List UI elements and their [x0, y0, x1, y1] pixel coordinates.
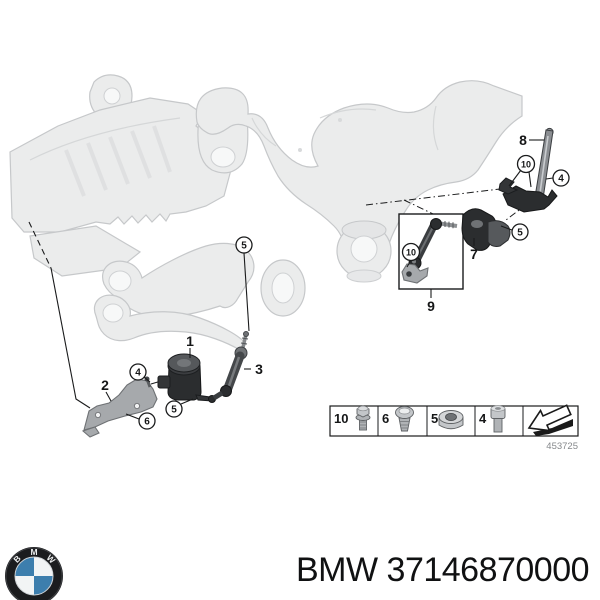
svg-text:10: 10	[334, 411, 348, 426]
part-7-height-sensor	[461, 208, 511, 251]
bmw-logo: B M W	[5, 547, 63, 600]
callout-circle-4b: 4	[545, 169, 570, 187]
part-8-bracket-arm	[534, 127, 554, 200]
svg-text:10: 10	[521, 160, 531, 170]
callout-circle-5c: 5	[500, 223, 529, 241]
callout-circle-5a: 5	[235, 236, 253, 254]
svg-text:5: 5	[171, 405, 177, 416]
right-sensor-cluster: 8 7 10 4 5	[461, 127, 570, 262]
logo-quadrant-white-bl	[15, 576, 34, 595]
svg-text:4: 4	[479, 411, 487, 426]
diagram-code: 453725	[546, 441, 578, 452]
legend-cell-4: 4	[479, 405, 506, 433]
svg-text:6: 6	[144, 417, 150, 428]
label-part-1: 1	[186, 333, 194, 349]
label-part-7: 7	[470, 246, 478, 262]
oval-screw-icon	[395, 406, 414, 432]
logo-letter-m: M	[30, 547, 37, 557]
callout-circle-10c: 10	[401, 242, 421, 268]
part-8-foot-bracket	[502, 185, 558, 213]
svg-text:10: 10	[406, 248, 416, 258]
label-part-2: 2	[101, 377, 109, 393]
svg-text:5: 5	[431, 411, 438, 426]
label-part-3: 3	[255, 361, 263, 377]
logo-quadrant-blue-tl	[15, 557, 34, 576]
ghost-assembly	[9, 74, 523, 351]
svg-text:6: 6	[382, 411, 389, 426]
part-2-bracket	[81, 376, 158, 438]
callout-circle-5b: 5	[165, 398, 194, 418]
svg-text:5: 5	[517, 228, 523, 239]
svg-text:5: 5	[241, 241, 247, 252]
retainer-clip	[498, 177, 519, 195]
ghost-subframe	[195, 80, 523, 283]
logo-quadrant-white-tr	[34, 557, 53, 576]
flange-bolt-icon	[355, 405, 371, 431]
callout-circle-4a: 4	[129, 363, 151, 383]
left-sensor-cluster: 1 2 3 4 5 6	[81, 331, 263, 438]
logo-letter-b: B	[11, 553, 22, 564]
ghost-floor-panel	[9, 97, 233, 277]
hex-nut-icon	[438, 410, 464, 430]
legend-cell-10: 10	[334, 405, 371, 431]
part-9-hook-bracket	[401, 263, 429, 284]
legend-cell-6: 6	[382, 406, 414, 432]
socket-bolt-icon	[490, 405, 506, 433]
part-1-height-sensor	[157, 353, 216, 403]
part-3-linkage	[212, 331, 249, 401]
ghost-mount-eye	[103, 87, 121, 105]
label-part-8: 8	[519, 132, 527, 148]
ghost-subframe-bushing	[336, 220, 392, 283]
label-part-9: 9	[427, 298, 435, 314]
callout-circle-6a: 6	[125, 412, 156, 430]
legend-cell-arrow	[527, 404, 573, 436]
ghost-panel-ribs	[64, 125, 172, 197]
legend-box: 10 6 5	[329, 404, 579, 437]
part-number-title: BMW 37146870000	[296, 551, 590, 589]
svg-text:4: 4	[135, 368, 141, 379]
legend-cell-5: 5	[431, 410, 464, 430]
ghost-arm-bushing	[260, 259, 306, 317]
svg-text:4: 4	[558, 174, 564, 185]
part-9-link-box: 10 9	[398, 213, 464, 314]
logo-quadrant-blue-br	[34, 576, 53, 595]
ghost-control-arm-upper	[102, 242, 255, 318]
direction-arrow-icon	[527, 404, 573, 436]
callout-circle-10b: 10	[508, 154, 536, 188]
